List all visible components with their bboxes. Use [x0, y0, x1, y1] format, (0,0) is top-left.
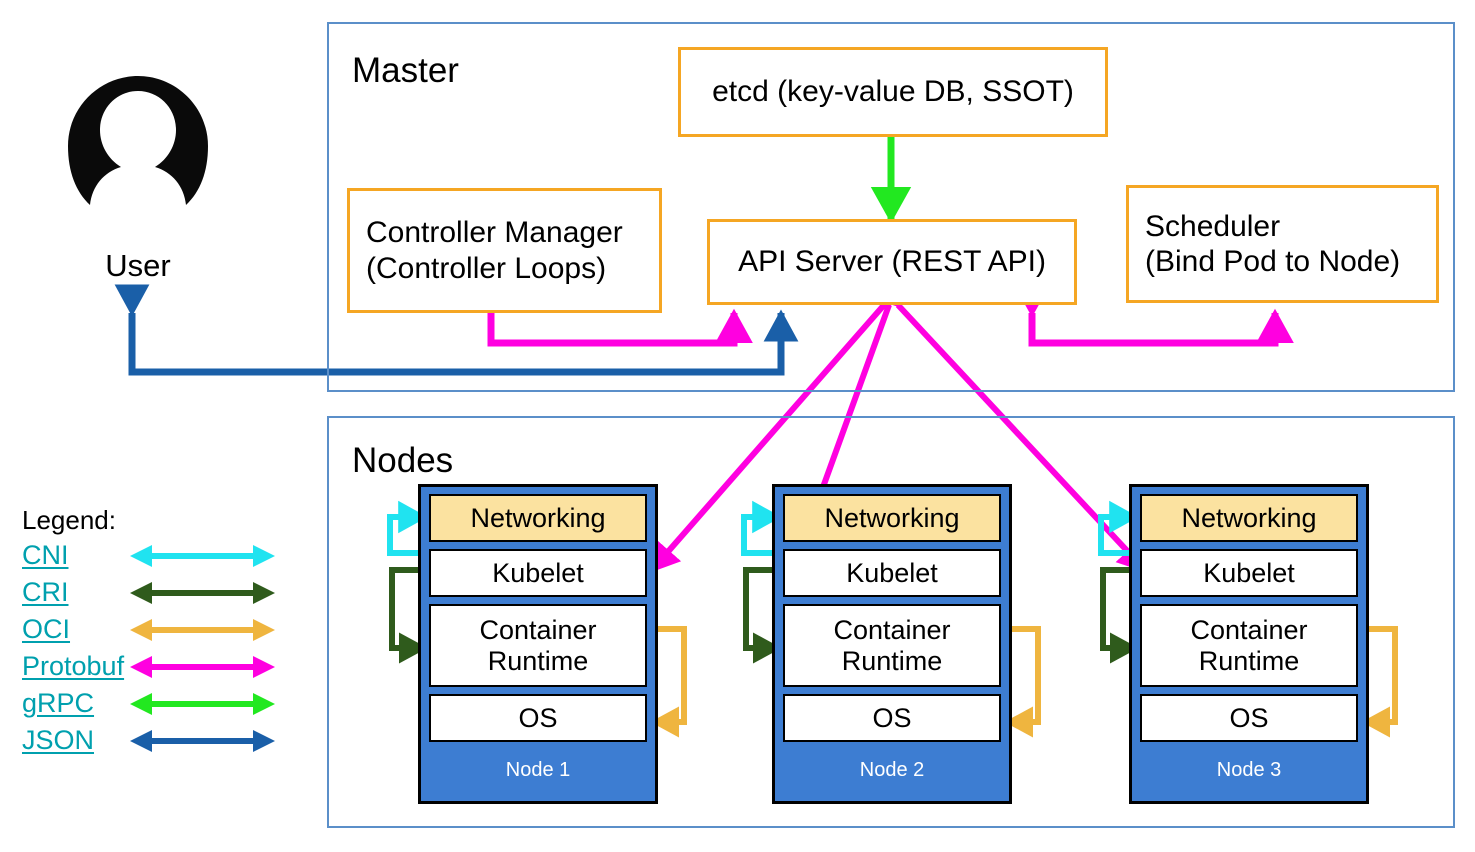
node-1-networking-layer[interactable]: Networking [429, 494, 647, 542]
legend-row-cri: CRI [22, 577, 292, 611]
arrow-oci-node3 [1361, 626, 1398, 738]
node-2-networking-label: Networking [824, 502, 960, 533]
legend-arrow-json [130, 730, 275, 752]
etcd-label: etcd (key-value DB, SSOT) [712, 75, 1074, 109]
scheduler-label-line2: (Bind Pod to Node) [1145, 245, 1401, 278]
legend-link-grpc[interactable]: gRPC [22, 688, 95, 718]
legend-link-protobuf[interactable]: Protobuf [22, 651, 125, 681]
node-3-name: Node 3 [1216, 759, 1282, 781]
node-3-container-runtime-label: Container Runtime [1190, 615, 1307, 675]
legend-link-oci[interactable]: OCI [22, 614, 71, 644]
legend-link-json[interactable]: JSON [22, 725, 95, 755]
legend-row-cni: CNI [22, 540, 292, 574]
arrow-oci-node1 [650, 626, 687, 738]
arrow-cni-node3 [1098, 500, 1139, 556]
node-1-os-layer[interactable]: OS [429, 694, 647, 742]
scheduler-label: Scheduler (Bind Pod to Node) [1145, 209, 1400, 280]
arrow-cri-node3 [1100, 567, 1139, 664]
controller-manager-box[interactable]: Controller Manager (Controller Loops) [347, 188, 662, 313]
legend-row-json: JSON [22, 725, 292, 759]
arrow-oci-node2 [1004, 626, 1041, 738]
legend-arrow-grpc [130, 693, 275, 715]
legend-link-cri[interactable]: CRI [22, 577, 69, 607]
node-2-os-label: OS [872, 702, 912, 733]
controller-manager-label: Controller Manager (Controller Loops) [366, 215, 623, 286]
node-2[interactable]: Networking Kubelet Container Runtime OS … [772, 484, 1012, 804]
api-server-box[interactable]: API Server (REST API) [707, 219, 1077, 305]
node-2-kubelet-layer[interactable]: Kubelet [783, 549, 1001, 597]
node-3-cr-line1: Container [1190, 615, 1308, 646]
arrow-cni-node1 [387, 500, 428, 556]
node-2-cr-line2: Runtime [841, 645, 943, 676]
arrow-cri-node2 [743, 567, 782, 664]
node-1-kubelet-label: Kubelet [492, 557, 584, 588]
legend-link-cni[interactable]: CNI [22, 540, 69, 570]
user-avatar-icon [64, 72, 212, 220]
node-1-cr-line1: Container [479, 615, 597, 646]
legend-row-grpc: gRPC [22, 688, 292, 722]
node-2-os-layer[interactable]: OS [783, 694, 1001, 742]
node-3-container-runtime-layer[interactable]: Container Runtime [1140, 604, 1358, 687]
node-3[interactable]: Networking Kubelet Container Runtime OS … [1129, 484, 1369, 804]
legend-arrow-protobuf [130, 656, 275, 678]
node-2-container-runtime-layer[interactable]: Container Runtime [783, 604, 1001, 687]
scheduler-label-line1: Scheduler [1145, 209, 1281, 243]
controller-manager-label-line2: (Controller Loops) [366, 251, 607, 285]
node-1-os-label: OS [518, 702, 558, 733]
legend-row-oci: OCI [22, 614, 292, 648]
api-server-label: API Server (REST API) [738, 245, 1046, 279]
node-1-cr-line2: Runtime [487, 645, 589, 676]
node-1-name: Node 1 [505, 759, 571, 781]
node-3-kubelet-label: Kubelet [1203, 557, 1295, 588]
node-2-networking-layer[interactable]: Networking [783, 494, 1001, 542]
node-3-cr-line2: Runtime [1198, 645, 1300, 676]
node-1-container-runtime-label: Container Runtime [479, 615, 596, 675]
node-1-networking-label: Networking [470, 502, 606, 533]
node-2-container-runtime-label: Container Runtime [833, 615, 950, 675]
master-group-title: Master [352, 51, 459, 90]
node-2-cr-line1: Container [833, 615, 951, 646]
user-label: User [105, 248, 171, 283]
node-3-os-label: OS [1229, 702, 1269, 733]
node-2-name: Node 2 [859, 759, 925, 781]
arrow-cni-node2 [741, 500, 782, 556]
nodes-group-title: Nodes [352, 441, 454, 480]
nodes-group [327, 416, 1455, 828]
controller-manager-label-line1: Controller Manager [366, 216, 623, 250]
node-3-networking-layer[interactable]: Networking [1140, 494, 1358, 542]
node-3-networking-label: Networking [1181, 502, 1317, 533]
scheduler-box[interactable]: Scheduler (Bind Pod to Node) [1126, 185, 1439, 303]
legend-arrow-cni [130, 545, 275, 567]
legend-title: Legend: [22, 505, 116, 535]
node-1[interactable]: Networking Kubelet Container Runtime OS … [418, 484, 658, 804]
etcd-box[interactable]: etcd (key-value DB, SSOT) [678, 47, 1108, 137]
legend-arrow-oci [130, 619, 275, 641]
node-2-kubelet-label: Kubelet [846, 557, 938, 588]
node-3-os-layer[interactable]: OS [1140, 694, 1358, 742]
master-group [327, 22, 1455, 392]
legend-row-protobuf: Protobuf [22, 651, 292, 685]
node-3-kubelet-layer[interactable]: Kubelet [1140, 549, 1358, 597]
legend-arrow-cri [130, 582, 275, 604]
node-1-container-runtime-layer[interactable]: Container Runtime [429, 604, 647, 687]
node-1-kubelet-layer[interactable]: Kubelet [429, 549, 647, 597]
arrow-cri-node1 [389, 567, 428, 664]
